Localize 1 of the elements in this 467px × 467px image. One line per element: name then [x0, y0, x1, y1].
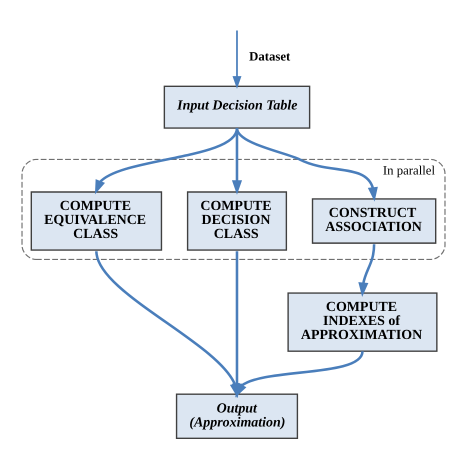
edge-label: Dataset: [249, 48, 290, 63]
